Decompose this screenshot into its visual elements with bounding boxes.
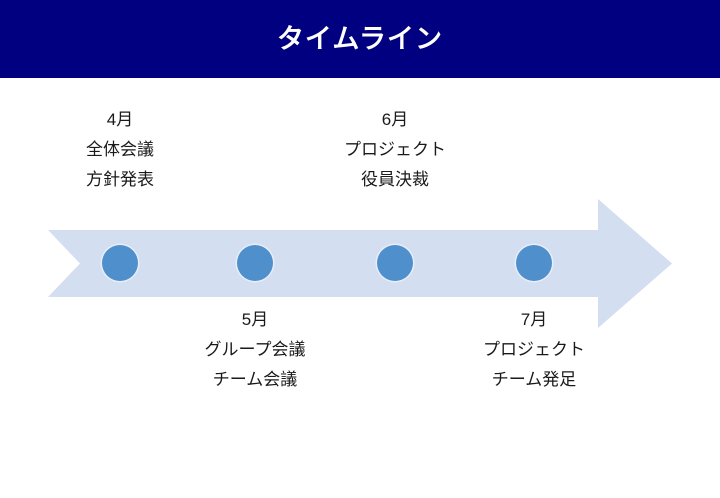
milestone-1-line2: 方針発表 <box>86 170 154 189</box>
milestone-1-month: 4月 <box>106 110 134 129</box>
timeline-area: 4月 全体会議 方針発表 5月 グループ会議 チーム会議 6月 プロジェクト 役… <box>0 78 720 498</box>
milestone-2-line2: チーム会議 <box>212 370 298 389</box>
milestone-3-line2: 役員決裁 <box>361 170 429 189</box>
milestone-4-line1: プロジェクト <box>483 340 585 359</box>
milestone-2-line1: グループ会議 <box>204 340 306 359</box>
milestone-2-month: 5月 <box>241 310 269 329</box>
milestone-label-1: 4月 全体会議 方針発表 <box>86 105 154 195</box>
header-banner: タイムライン <box>0 0 720 78</box>
milestone-label-3: 6月 プロジェクト 役員決裁 <box>344 105 446 195</box>
page-title: タイムライン <box>276 23 444 54</box>
milestone-dot-3[interactable] <box>377 245 413 281</box>
milestone-1-line1: 全体会議 <box>86 140 154 159</box>
milestone-dot-4[interactable] <box>516 245 552 281</box>
milestone-label-2: 5月 グループ会議 チーム会議 <box>205 305 306 395</box>
timeline-arrow-shape <box>48 199 672 328</box>
milestone-3-month: 6月 <box>381 110 409 129</box>
milestone-dot-1[interactable] <box>102 245 138 281</box>
arrow-path <box>48 199 672 328</box>
milestone-4-month: 7月 <box>520 310 548 329</box>
milestone-label-4: 7月 プロジェクト チーム発足 <box>483 305 585 395</box>
milestone-3-line1: プロジェクト <box>344 140 446 159</box>
milestone-dot-2[interactable] <box>237 245 273 281</box>
milestone-4-line2: チーム発足 <box>491 370 577 389</box>
